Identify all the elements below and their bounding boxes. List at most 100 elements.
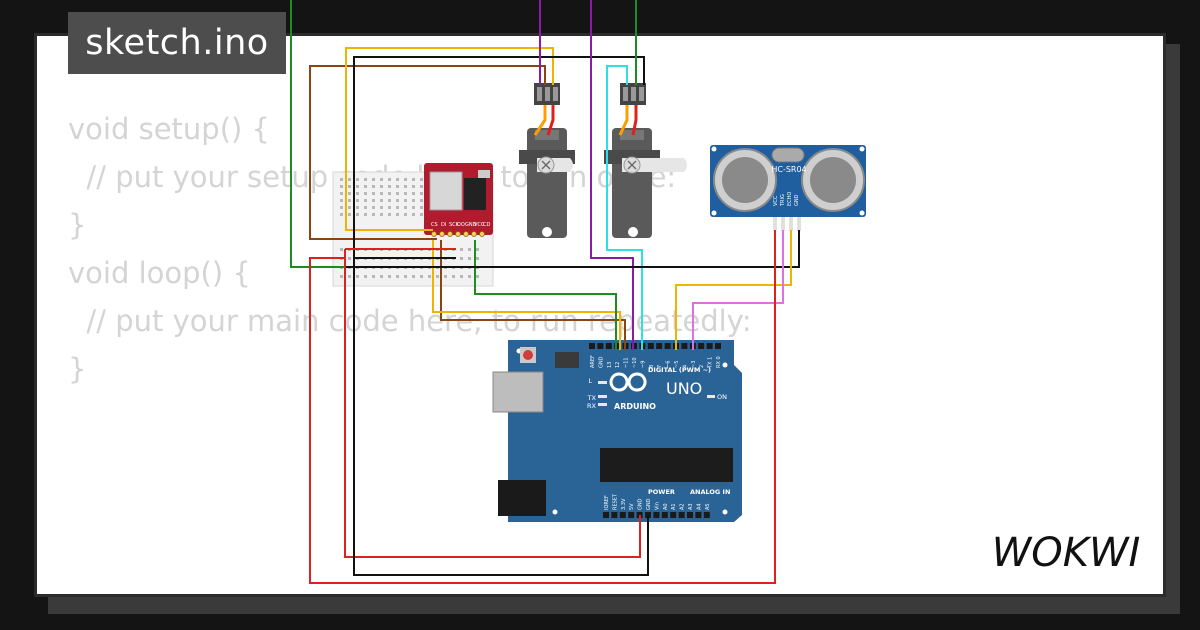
servo-left[interactable] (519, 83, 575, 238)
digital-pin[interactable] (605, 343, 612, 349)
wire-black-top (353, 56, 645, 259)
sd-pin-label: GND (465, 222, 477, 228)
wire-servo-right-red (631, 105, 638, 136)
digital-pin[interactable] (698, 343, 705, 349)
digital-pin[interactable] (589, 343, 595, 349)
sensor-pin-label: TRIG (780, 194, 786, 207)
sensor-label: HC-SR04 (771, 165, 806, 174)
power-analog-pin-label: GND (638, 498, 644, 510)
power-analog-pin[interactable] (687, 512, 693, 518)
power-analog-pin-label: A5 (705, 503, 711, 510)
sd-pin-label: CS (431, 222, 438, 228)
wire-servo-left-orange (533, 105, 547, 136)
digital-pin[interactable] (664, 343, 671, 349)
wire-yellow-board (432, 240, 621, 350)
digital-pin-label: 8 (649, 365, 655, 368)
power-analog-pin[interactable] (611, 512, 618, 518)
power-analog-pin[interactable] (695, 512, 702, 518)
code-line: void loop() { (68, 256, 251, 290)
power-analog-pin[interactable] (703, 512, 710, 518)
code-line: void setup() { (68, 112, 270, 146)
digital-pin[interactable] (715, 343, 721, 349)
wire-green (474, 240, 617, 350)
digital-pin-label: ~3 (691, 361, 697, 368)
arduino-logo: UNO ARDUINO (609, 372, 702, 411)
sd-pin-label: SCK (449, 222, 460, 228)
digital-pin-label: ~10 (632, 357, 638, 368)
on-label: ON (717, 393, 727, 401)
code-line: } (68, 352, 87, 386)
digital-pin[interactable] (656, 343, 663, 349)
power-analog-pin-label: GND (646, 498, 652, 510)
sd-card-module[interactable]: CS DI SCK DO GND VCC CD (424, 163, 493, 237)
digital-pin-label: 7 (657, 365, 663, 368)
wire-pink-sensor (692, 230, 784, 350)
power-analog-pin[interactable] (661, 512, 668, 518)
wire-orange-sensor (675, 230, 792, 350)
digital-pin[interactable] (597, 343, 604, 349)
sensor-pin-label: GND (794, 194, 800, 206)
led-tx-label: TX (587, 394, 597, 402)
power-analog-pin[interactable] (678, 512, 685, 518)
power-analog-pin-label: A3 (688, 503, 694, 510)
digital-pin[interactable] (681, 343, 688, 349)
digital-pin-label: AREF (590, 355, 596, 368)
digital-pin-label: 4 (682, 365, 688, 368)
ultrasonic-sensor[interactable]: HC-SR04 VCC TRIG ECHO GND (710, 145, 866, 231)
led-l-label: L (588, 377, 592, 385)
analog-label: ANALOG IN (690, 488, 730, 496)
uno-label: UNO (666, 379, 702, 398)
power-analog-pin-label: Vin (654, 502, 660, 510)
digital-pin-label: 2 (699, 365, 705, 368)
power-analog-pin[interactable] (653, 512, 660, 518)
wire-servo-left-red (546, 105, 555, 136)
wire-brown (440, 240, 626, 350)
wire-green-long (290, 0, 345, 268)
wokwi-logo: WOKWI (992, 530, 1141, 576)
wire-black-power (353, 258, 649, 576)
arduino-brand: ARDUINO (614, 402, 656, 411)
digital-pin-label: RX 0 (716, 356, 722, 368)
sensor-pin-label: ECHO (787, 192, 793, 206)
power-analog-pin[interactable] (628, 512, 635, 518)
servo-right[interactable] (604, 83, 687, 238)
power-analog-pin-label: A4 (696, 503, 702, 510)
sd-pin-label: VCC (474, 222, 485, 228)
power-label: POWER (648, 488, 675, 496)
wire-black-sensor (345, 230, 800, 268)
digital-pin-label: ~5 (674, 361, 680, 368)
digital-pin-label: GND (598, 356, 604, 368)
power-analog-pin-label: 3.3V (621, 498, 627, 510)
sensor-pin-label: VCC (773, 195, 779, 206)
sd-pin-label: CD (483, 222, 490, 228)
wire-red-power (344, 248, 641, 558)
power-analog-pin-label: 5V (629, 503, 635, 510)
sketch-title: sketch.ino (68, 12, 286, 74)
digital-label: DIGITAL (PWM ~) (648, 366, 711, 374)
digital-pin[interactable] (706, 343, 713, 349)
wire-red-sensor (309, 230, 776, 584)
power-analog-pin[interactable] (619, 512, 626, 518)
digital-pin[interactable] (614, 343, 621, 349)
digital-pin-label: ~6 (666, 361, 672, 368)
wires (290, 0, 800, 584)
code-line: } (68, 208, 87, 242)
digital-pin-label: ~9 (640, 361, 646, 368)
led-rx-label: RX (587, 402, 597, 410)
digital-pin[interactable] (647, 343, 654, 349)
digital-pin-label: TX 1 (708, 357, 714, 369)
sd-pin-label: DO (457, 222, 465, 228)
wokwi-logo-text: WOKWI (992, 530, 1141, 576)
wire-servo-right-orange (618, 105, 629, 136)
power-analog-pin-label: IOREF (604, 495, 610, 510)
power-analog-pin[interactable] (603, 512, 609, 518)
digital-pin-label: ~11 (624, 357, 630, 368)
digital-pin-label: 13 (607, 362, 613, 368)
power-analog-pin[interactable] (670, 512, 677, 518)
power-analog-pin-label: RESET (612, 493, 618, 510)
power-analog-pin-label: A0 (663, 503, 669, 510)
wire-purple (590, 0, 634, 350)
wire-yellow-top (345, 47, 554, 231)
